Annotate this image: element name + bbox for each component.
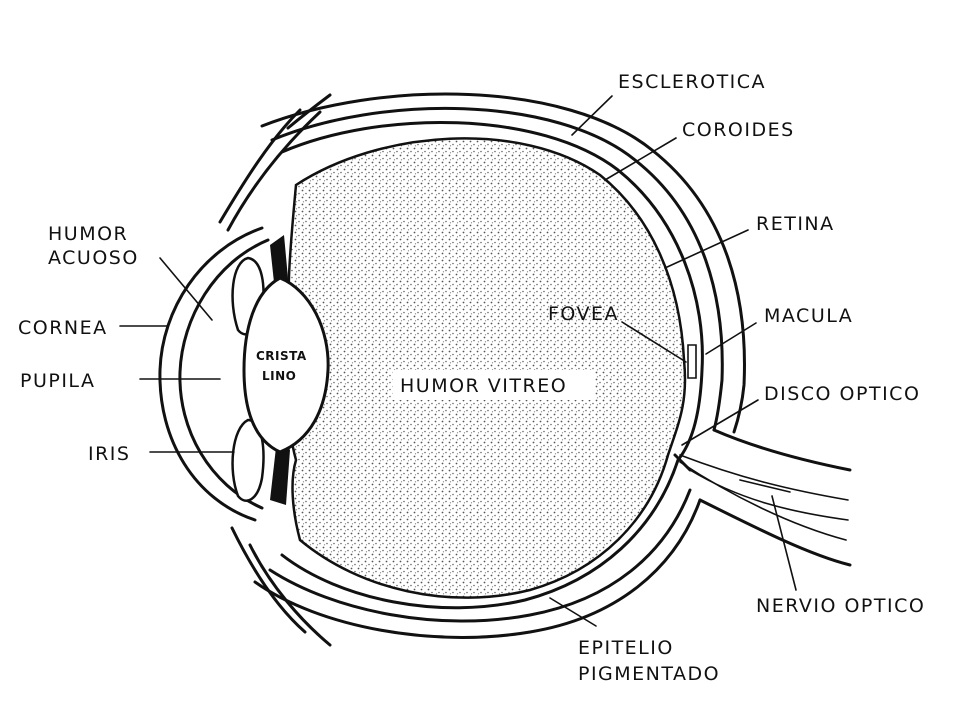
cornea xyxy=(158,226,264,522)
label-cristalino-2: LINO xyxy=(262,369,296,383)
label-esclerotica: ESCLEROTICA xyxy=(618,71,766,93)
label-nervio-optico: NERVIO OPTICO xyxy=(756,595,925,617)
fovea-pit xyxy=(687,344,697,379)
label-disco-optico: DISCO OPTICO xyxy=(764,383,920,405)
optic-nerve xyxy=(673,428,852,567)
humor-vitreo-label-bg xyxy=(393,370,595,400)
label-macula: MACULA xyxy=(764,305,853,327)
label-cornea: CORNEA xyxy=(18,317,108,339)
label-epitelio-2: PIGMENTADO xyxy=(578,663,720,685)
leader-lines xyxy=(119,95,797,627)
choroid-layer xyxy=(270,106,724,432)
lens xyxy=(242,276,330,454)
label-humor-vitreo: HUMOR VITREO xyxy=(400,375,567,397)
label-coroides: COROIDES xyxy=(682,119,795,141)
vitreous-body xyxy=(287,137,687,599)
sclera-layer xyxy=(260,92,746,434)
label-iris: IRIS xyxy=(88,443,130,465)
label-pupila: PUPILA xyxy=(20,370,95,392)
label-cristalino-1: CRISTA xyxy=(256,349,307,363)
retina-layer xyxy=(280,120,704,610)
label-fovea: FOVEA xyxy=(548,303,619,325)
label-retina: RETINA xyxy=(756,213,835,235)
label-humor-acuoso-2: ACUOSO xyxy=(48,247,139,269)
label-humor-acuoso-1: HUMOR xyxy=(48,223,128,245)
label-epitelio-1: EPITELIO xyxy=(578,637,674,659)
